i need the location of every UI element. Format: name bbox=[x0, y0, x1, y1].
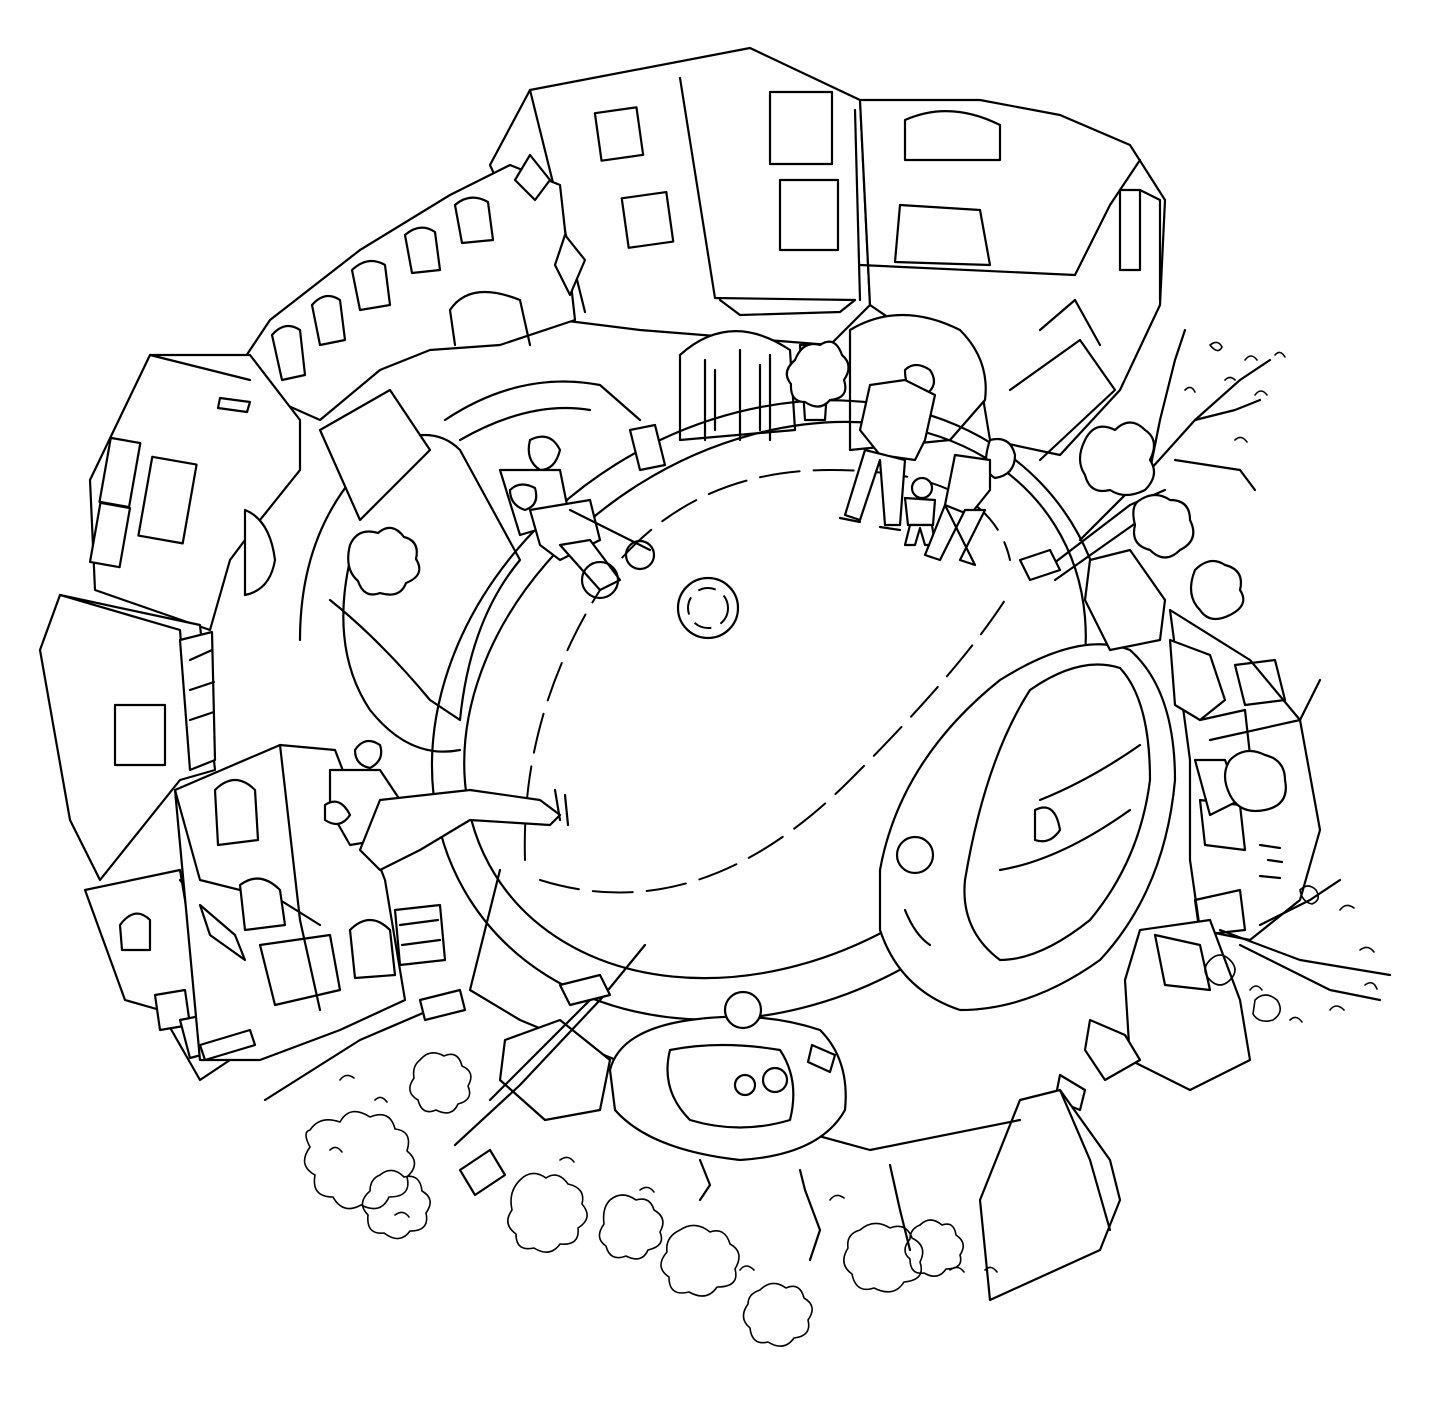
child-figure bbox=[905, 478, 935, 545]
walking-person-left bbox=[325, 741, 568, 870]
trees bbox=[305, 330, 1390, 1346]
row-houses-left-bottom bbox=[175, 745, 445, 1060]
building-top-center bbox=[490, 48, 870, 440]
people bbox=[325, 365, 1015, 870]
parked-cars-right bbox=[1085, 550, 1240, 815]
houses-bottom-right bbox=[1055, 920, 1250, 1110]
woman-figure bbox=[925, 439, 1015, 565]
building-ring bbox=[40, 48, 1320, 1300]
trees-bottom-center bbox=[508, 1157, 997, 1346]
building-left-upper bbox=[90, 355, 300, 630]
shrubs-right bbox=[1133, 495, 1286, 811]
inner-sidewalk-curves bbox=[300, 382, 640, 752]
car-right bbox=[880, 644, 1175, 1010]
wheelchair-user bbox=[500, 437, 654, 598]
tree-top-right bbox=[1080, 330, 1285, 540]
shrub-top-center bbox=[348, 342, 848, 595]
trees-bottom-left bbox=[305, 1053, 471, 1239]
building-left-middle bbox=[40, 595, 215, 880]
cars bbox=[500, 550, 1240, 1160]
tree-lower-right bbox=[1205, 880, 1390, 1022]
building-top-left bbox=[230, 155, 585, 420]
manhole-cover bbox=[678, 578, 738, 638]
car-bottom bbox=[610, 992, 846, 1160]
garage-bottom-right bbox=[980, 1090, 1120, 1300]
man-figure bbox=[840, 365, 935, 530]
parked-car-bottom-left bbox=[500, 1020, 610, 1120]
